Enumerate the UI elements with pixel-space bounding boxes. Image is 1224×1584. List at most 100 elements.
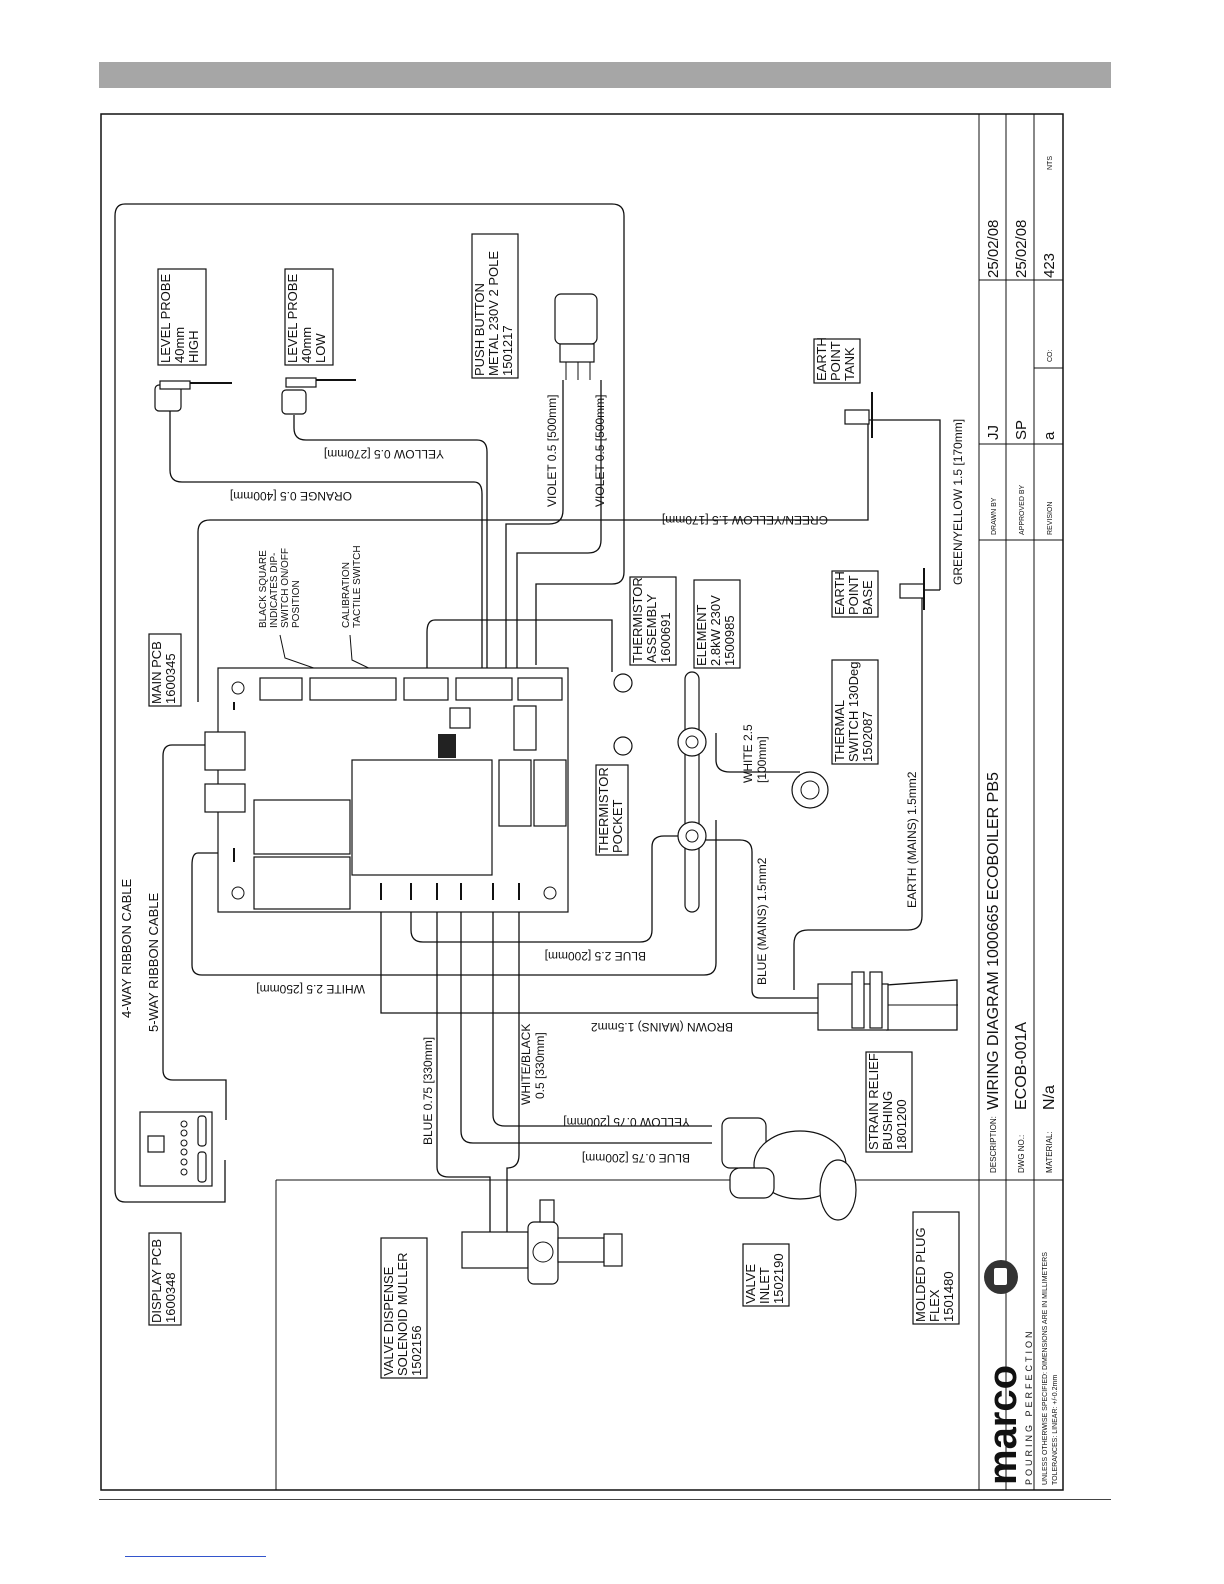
- heating-element: [677, 671, 707, 913]
- scale-value: NTS: [1047, 156, 1054, 170]
- pcb-ribbon-header-4: [204, 731, 246, 771]
- revision-label: REVISION: [1047, 502, 1054, 535]
- thermal-switch-label-1: THERMAL: [832, 700, 847, 762]
- earth-tank-label-2: POINT: [828, 341, 843, 381]
- wire-blue-25-label: BLUE 2.5 [200mm]: [545, 949, 646, 963]
- component-labels: LEVEL PROBE 40mm HIGH LEVEL PROBE 40mm L…: [148, 233, 960, 1379]
- main-pcb-board: [204, 667, 569, 913]
- level-probe-low-label-2: 40mm: [299, 327, 314, 363]
- wiring: [162, 380, 958, 1232]
- wire-white-black-label-1: WHITE/BLACK: [519, 1024, 533, 1105]
- valve-dispense-label-2: SOLENOID MULLER: [395, 1252, 410, 1376]
- earth-tank-label-1: EARTH: [814, 337, 829, 381]
- wire-white-element-label-2: [100mm]: [755, 736, 769, 783]
- level-probe-low-icon: [281, 377, 356, 415]
- level-probe-low-label-1: LEVEL PROBE: [285, 274, 300, 363]
- description-value: WIRING DIAGRAM 1000665 ECOBOILER PB5: [985, 772, 1002, 1110]
- level-probe-low-label-3: LOW: [313, 333, 328, 363]
- tolerance-note-2: TOLERANCES: LINEAR: +/-0.2mm: [1052, 1375, 1059, 1485]
- dwg-no-label: DWG NO.:: [1017, 1135, 1026, 1173]
- valve-inlet-label-3: 1502190: [771, 1253, 786, 1304]
- display-cable-wire: [114, 203, 226, 1203]
- earth-tank-label-3: TANK: [842, 347, 857, 381]
- pcb-connector-4: [455, 677, 513, 701]
- drawn-by-label: DRAWN BY: [991, 497, 998, 535]
- molded-plug-label-3: 1501480: [941, 1271, 956, 1322]
- pcb-connector-1: [259, 677, 303, 701]
- thermistor-pocket-label-1: THERMISTOR: [596, 767, 611, 853]
- footer-link-underline[interactable]: [125, 1556, 266, 1557]
- ribbon-5-label: 5-WAY RIBBON CABLE: [146, 892, 161, 1032]
- title-block: DESCRIPTION: WIRING DIAGRAM 1000665 ECOB…: [275, 114, 1063, 1490]
- drawn-date: 25/02/08: [985, 220, 1002, 278]
- approved-date: 25/02/08: [1013, 220, 1030, 278]
- molded-plug-label-2: FLEX: [927, 1289, 942, 1322]
- thermistor-sensor: [613, 673, 633, 693]
- thermal-switch-label-2: SWITCH 130Deg: [846, 662, 861, 762]
- wire-blue-mains-label: BLUE (MAINS) 1.5mm2: [755, 857, 769, 985]
- wire-yellow-075-label: YELLOW 0.75 [200mm]: [563, 1115, 690, 1129]
- co-value: 423: [1041, 253, 1058, 278]
- wire-white-black-label-2: 0.5 [330mm]: [533, 1032, 547, 1099]
- element-label-2: 2.8kW 230V: [708, 595, 723, 666]
- pcb-connector-2: [309, 677, 397, 701]
- display-pcb-label-2: 1600348: [163, 1272, 178, 1323]
- push-button-label-2: METAL 230V 2 POLE: [486, 251, 501, 376]
- inlet-valve-icon: [721, 1117, 857, 1221]
- annotations: BLACK SQUARE INDICATES DIP- SWITCH ON/OF…: [119, 545, 363, 1032]
- pcb-transformer: [351, 759, 493, 876]
- thermistor-assembly-label-2: ASSEMBLY: [644, 594, 659, 663]
- valve-inlet-label-2: INLET: [757, 1267, 772, 1304]
- strain-relief-label-3: 1801200: [894, 1099, 909, 1150]
- brand-logo: marco: [981, 1365, 1025, 1485]
- approved-by-value: SP: [1013, 420, 1030, 440]
- description-label: DESCRIPTION:: [989, 1116, 998, 1173]
- brand-tagline: POURING PERFECTION: [1024, 1328, 1034, 1485]
- wire-orange-label: ORANGE 0.5 [400mm]: [230, 489, 352, 503]
- molded-plug-label-1: MOLDED PLUG: [913, 1227, 928, 1322]
- push-button-icon: [554, 293, 598, 380]
- dispense-valve-icon: [461, 1199, 623, 1285]
- display-pcb-label-1: DISPLAY PCB: [149, 1239, 164, 1323]
- level-probe-high-label-3: HIGH: [186, 331, 201, 364]
- drawn-by-value: JJ: [985, 425, 1002, 440]
- drawing-frame: [100, 113, 1064, 1491]
- dwg-no-value: ECOB-001A: [1013, 1022, 1030, 1110]
- wire-violet-2-label: VIOLET 0.5 [500mm]: [593, 395, 607, 508]
- wire-green-yellow-base-label: GREEN/YELLOW 1.5 [170mm]: [951, 419, 965, 585]
- calibration-line-1: CALIBRATION: [341, 562, 352, 628]
- valve-dispense-label-3: 1502156: [409, 1325, 424, 1376]
- pcb-connector-5: [517, 677, 563, 701]
- earth-base-label-2: POINT: [846, 575, 861, 615]
- element-label-3: 1500985: [722, 615, 737, 666]
- wire-blue-075-330-label: BLUE 0.75 [330mm]: [421, 1037, 435, 1145]
- level-probe-high-label-1: LEVEL PROBE: [158, 274, 173, 363]
- thermistor-pocket-label-2: POCKET: [610, 799, 625, 853]
- wire-brown-mains-label: BROWN (MAINS) 1.5mm2: [591, 1020, 733, 1034]
- thermal-switch-label-3: 1502087: [860, 711, 875, 762]
- pcb-relay-2: [253, 856, 351, 910]
- pcb-relay-1: [253, 799, 351, 855]
- material-value: N/a: [1041, 1085, 1058, 1110]
- header-bar: [99, 62, 1111, 88]
- calibration-line-2: TACTILE SWITCH: [352, 545, 363, 628]
- logo-cup-icon: [984, 1260, 1018, 1294]
- dip-note-line-2: INDICATES DIP-: [269, 553, 280, 628]
- valve-inlet-label-1: VALVE: [743, 1264, 758, 1304]
- earth-point-base-icon: [899, 568, 925, 610]
- dip-note-line-1: BLACK SQUARE: [258, 550, 269, 628]
- main-pcb-label-1: MAIN PCB: [149, 641, 164, 704]
- dip-note-line-3: SWITCH ON/OFF: [280, 548, 291, 628]
- pcb-terminal-pins: [380, 883, 520, 900]
- push-button-label-1: PUSH BUTTON: [472, 283, 487, 376]
- wire-white-25-label: WHITE 2.5 [250mm]: [256, 982, 365, 996]
- main-pcb-label-2: 1600345: [163, 653, 178, 704]
- co-label: CO:: [1047, 350, 1054, 363]
- material-label: MATERIAL:: [1045, 1131, 1054, 1173]
- earth-base-label-3: BASE: [860, 580, 875, 615]
- approved-by-label: APPROVED BY: [1019, 484, 1026, 535]
- wire-blue-075-200-label: BLUE 0.75 [200mm]: [582, 1151, 690, 1165]
- pcb-connector-6: [513, 705, 537, 751]
- pcb-ribbon-header-5: [204, 783, 246, 813]
